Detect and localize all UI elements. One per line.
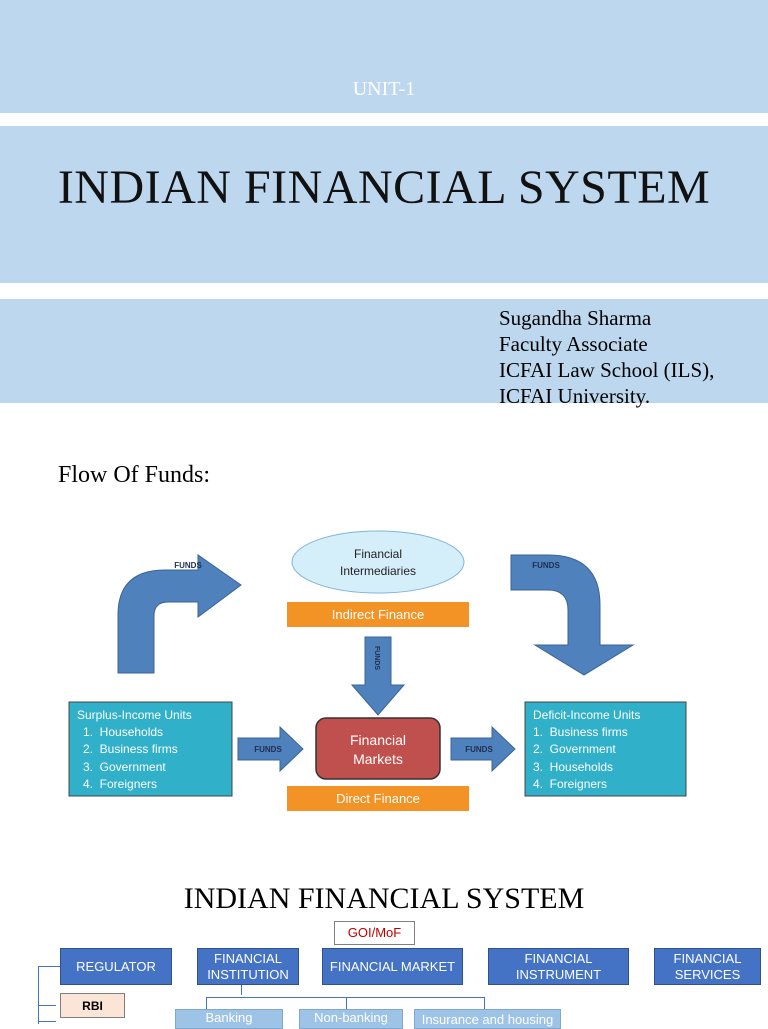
deficit-item: 4. Foreigners (533, 777, 607, 791)
surplus-item: 2. Business firms (83, 742, 178, 756)
markets-label: Markets (353, 751, 403, 767)
deficit-title: Deficit-Income Units (533, 708, 640, 722)
surplus-title: Surplus-Income Units (77, 708, 192, 722)
banking-box: Banking (175, 1009, 283, 1029)
title-band-bottom (0, 299, 768, 403)
system-title: INDIAN FINANCIAL SYSTEM (183, 882, 585, 915)
indirect-finance-bar (287, 602, 469, 627)
funds-label: FUNDS (373, 646, 380, 670)
flow-of-funds-diagram: FUNDS FUNDS Financial Intermediaries Ind… (68, 530, 687, 811)
funds-arrow-right-curved (510, 554, 635, 676)
funds-label: FUNDS (174, 561, 202, 570)
financial-market-box: FINANCIAL MARKET (322, 948, 463, 985)
surplus-item: 4. Foreigners (83, 777, 157, 791)
title-band-top (0, 0, 768, 113)
funds-label: FUNDS (465, 745, 493, 754)
connector-line (38, 1005, 56, 1006)
direct-finance-bar (287, 786, 469, 811)
financial-institution-box: FINANCIAL INSTITUTION (197, 948, 299, 985)
funds-arrow-down (350, 636, 406, 716)
insurance-housing-box: Insurance and housing (414, 1009, 561, 1029)
page-title: INDIAN FINANCIAL SYSTEM (57, 161, 711, 214)
connector-line (206, 997, 484, 998)
non-banking-box: Non-banking (299, 1009, 403, 1029)
funds-label: FUNDS (532, 561, 560, 570)
deficit-item: 1. Business firms (533, 725, 628, 739)
surplus-item: 1. Households (83, 725, 163, 739)
funds-arrow-from-markets (450, 725, 516, 773)
connector-line (206, 997, 207, 1010)
financial-services-box: FINANCIAL SERVICES (654, 948, 761, 985)
connector-line (346, 997, 347, 1010)
funds-arrow-to-markets (237, 725, 304, 773)
connector-line (241, 985, 242, 995)
direct-finance-label: Direct Finance (336, 791, 420, 806)
goi-mof-box: GOI/MoF (334, 921, 415, 945)
financial-intermediaries-node (291, 530, 465, 594)
funds-label: FUNDS (254, 745, 282, 754)
connector-line (38, 966, 60, 967)
connector-line (484, 997, 485, 1010)
title-band-middle (0, 126, 768, 283)
funds-arrow-left-curved (117, 554, 242, 674)
author-line: Sugandha Sharma (499, 306, 652, 330)
connector-line (38, 966, 39, 1024)
regulator-box: REGULATOR (60, 948, 172, 985)
author-line: ICFAI University. (499, 384, 651, 408)
deficit-item: 3. Households (533, 760, 613, 774)
rbi-box: RBI (60, 993, 125, 1018)
deficit-item: 2. Government (533, 742, 616, 756)
intermediaries-label: Intermediaries (340, 564, 416, 578)
intermediaries-label: Financial (354, 547, 402, 561)
flow-heading: Flow Of Funds: (58, 462, 211, 488)
surplus-income-units-box (68, 701, 233, 797)
markets-label: Financial (350, 732, 406, 748)
author-line: ICFAI Law School (ILS), (499, 358, 715, 382)
unit-label: UNIT-1 (352, 78, 416, 100)
surplus-item: 3. Government (83, 760, 166, 774)
deficit-income-units-box (524, 701, 687, 797)
connector-line (38, 1021, 56, 1022)
author-block: Sugandha Sharma Faculty Associate ICFAI … (499, 305, 714, 409)
author-line: Faculty Associate (499, 332, 648, 356)
financial-markets-node (315, 717, 441, 780)
indirect-finance-label: Indirect Finance (332, 607, 425, 622)
financial-instrument-box: FINANCIAL INSTRUMENT (488, 948, 629, 985)
